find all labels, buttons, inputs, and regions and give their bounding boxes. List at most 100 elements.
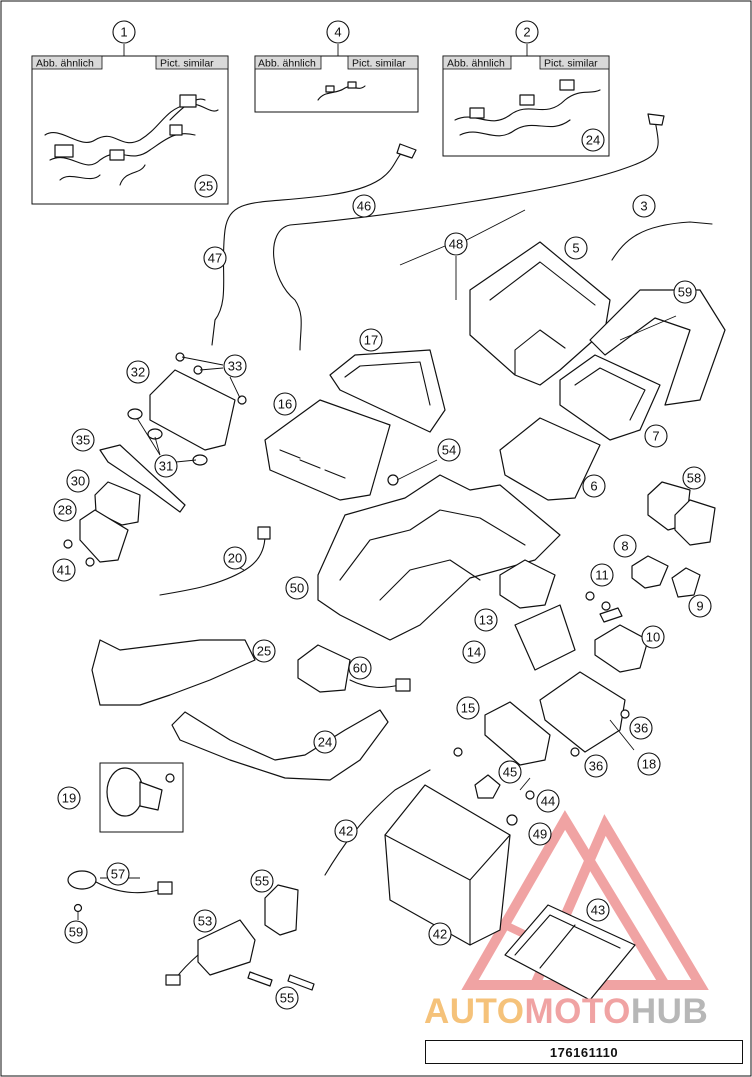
part-35-screw-a [620,709,630,719]
part-3-sensor [611,221,713,261]
svg-text:3: 3 [640,199,647,214]
callout-28: 30 [66,469,90,493]
part-53-module [197,919,256,976]
inset1-similar-en: Pict. similar [160,58,214,70]
svg-text:55: 55 [255,874,269,889]
svg-text:43: 43 [591,903,605,918]
part-50-tray [317,474,561,641]
part-42-battery [384,784,511,946]
callout-8: 8 [613,534,637,558]
callout-54: 55 [250,869,274,893]
svg-text:33: 33 [228,359,242,374]
callout-42: 42 [428,922,452,946]
callout-2: 2 [515,20,539,44]
svg-text:42: 42 [433,927,447,942]
svg-text:32: 32 [131,365,145,380]
callout-17: 16 [273,392,297,416]
part-52-screw [387,474,399,486]
part-55-screw-b [287,974,315,991]
part-44-bolt [525,790,535,800]
callout-10: 10 [641,625,665,649]
svg-text:7: 7 [652,429,659,444]
part-48-cable [211,149,406,346]
document-number: 176161110 [425,1040,743,1064]
svg-text:1: 1 [120,25,127,40]
part-58-sensor [67,870,97,890]
svg-text:36: 36 [634,721,648,736]
part-32-grommet-b [147,428,163,440]
svg-text:2: 2 [523,25,530,40]
svg-text:24: 24 [586,133,600,148]
svg-text:35: 35 [76,433,90,448]
part-6-module [499,417,601,501]
callout-5: 5 [564,236,588,260]
callout-52: 54 [437,438,461,462]
callout-35-a: 36 [629,716,653,740]
callout-57: 59 [673,280,697,304]
part-45-bolt [453,747,463,757]
svg-text:47: 47 [208,251,222,266]
callout-44: 44 [536,789,560,813]
part-7-housing [559,354,661,441]
callout-53: 53 [193,909,217,933]
svg-text:48: 48 [449,237,463,252]
svg-text:59: 59 [69,925,83,940]
callout-16: 15 [456,696,480,720]
callout-43: 43 [586,898,610,922]
callout-50: 50 [285,576,309,600]
callout-58: 57 [106,862,130,886]
part-54-cap [264,884,299,936]
svg-text:49: 49 [533,827,547,842]
svg-text:9: 9 [696,599,703,614]
watermark-hub: HUB [630,992,709,1031]
inset-wiring-harness-2: Abb. ähnlich Pict. similar [442,44,610,157]
callout-14: 14 [462,640,486,664]
callout-32: 31 [154,454,178,478]
callout-11: 11 [590,563,614,587]
callout-35-b: 36 [584,754,608,778]
part-30-fusebox [149,369,236,451]
part-36-screw-a [63,539,73,549]
part-46-washer [506,814,518,826]
svg-text:46: 46 [357,199,371,214]
callout-49: 48 [444,232,468,256]
part-8-connector [631,555,669,589]
part-32-grommet-a [127,408,143,420]
part-48-terminal [396,143,417,159]
callout-26: 28 [53,498,77,522]
svg-text:28: 28 [58,503,72,518]
callout-30: 32 [126,360,150,384]
callout-24: 24 [313,730,337,754]
svg-text:4: 4 [334,25,341,40]
callout-55: 55 [275,986,299,1010]
part-17-ecu [264,399,391,501]
svg-text:54: 54 [442,443,456,458]
inset-wiring-harness-4: Abb. ähnlich Pict. similar [254,44,419,113]
svg-text:36: 36 [589,759,603,774]
part-20-connector [257,526,271,540]
part-5-ecu-bracket [469,241,611,386]
part-24-cover [171,709,389,781]
part-60-relay [297,644,351,693]
part-18-cover [329,349,446,433]
callout-20: 20 [223,546,247,570]
part-11-clip-a [585,591,595,601]
svg-text:14: 14 [467,645,481,660]
callout-19: 19 [57,786,81,810]
svg-text:8: 8 [621,539,628,554]
svg-text:50: 50 [290,581,304,596]
svg-text:25: 25 [257,644,271,659]
svg-text:25: 25 [199,179,213,194]
svg-text:17: 17 [364,333,378,348]
inset2-similar-en: Pict. similar [544,58,598,70]
callout-1: 1 [112,20,136,44]
callout-4: 4 [326,20,350,44]
svg-text:55: 55 [280,991,294,1006]
callout-6: 6 [582,474,606,498]
callout-9: 9 [688,594,712,618]
callout-3: 3 [632,194,656,218]
svg-text:58: 58 [687,471,701,486]
part-19-horn [99,762,184,833]
